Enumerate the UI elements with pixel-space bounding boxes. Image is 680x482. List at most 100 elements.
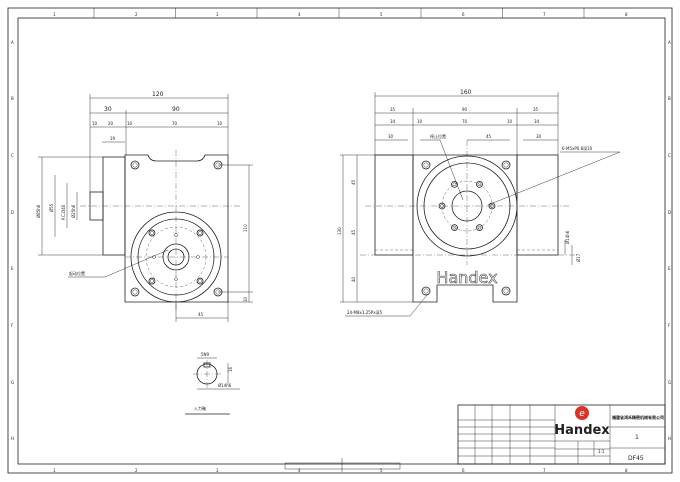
- column-number: 8: [625, 12, 628, 17]
- dim-70: 70: [172, 121, 178, 126]
- bolt-hole-icon: [451, 180, 458, 188]
- sheet-number: 1: [635, 434, 639, 441]
- shaft-detail: 5N9 16 Ø14h6 入力軸: [185, 352, 240, 415]
- start-position-label: 起动位置: [69, 270, 85, 276]
- column-number: 6: [462, 12, 465, 17]
- bolt-hole-icon: [501, 286, 511, 296]
- right-view: Handex 160 35 90 35 34 10 70 10 34 30 45…: [337, 89, 621, 317]
- company-name: 福建省鸿禾精密机械有限公司: [611, 414, 664, 420]
- column-number: 3: [216, 468, 219, 473]
- dim-30a: 30: [388, 134, 394, 139]
- row-letter: F: [11, 323, 14, 328]
- bottom-holes-label: 24-M8x1.25Px深5: [347, 309, 383, 315]
- dim-110: 110: [243, 224, 248, 232]
- row-letter: A: [11, 40, 14, 45]
- dim-34b: 34: [534, 119, 540, 124]
- dim-10d: 10: [243, 296, 248, 302]
- row-letter: C: [668, 153, 671, 158]
- dim-pcd: P.C.D40: [61, 204, 66, 220]
- dim-dia14: Ø14h6: [565, 230, 570, 244]
- row-letter: G: [668, 380, 671, 385]
- bolt-hole-icon: [148, 277, 156, 285]
- dim-dia55: Ø55: [49, 203, 54, 212]
- bolt-hole-icon: [196, 277, 204, 285]
- row-letter: D: [668, 210, 671, 215]
- dim-45a: 45: [351, 179, 356, 185]
- row-letter: C: [11, 153, 14, 158]
- column-number: 3: [216, 12, 219, 17]
- bolt-hole-icon: [476, 180, 483, 188]
- column-number: 1: [53, 468, 56, 473]
- scale: 1:1: [598, 449, 605, 454]
- dim-10ra: 10: [417, 119, 423, 124]
- handex-emboss: Handex: [436, 268, 497, 287]
- dim-70r: 70: [462, 119, 468, 124]
- dim-90r: 90: [462, 107, 468, 112]
- dim-20: 20: [108, 121, 114, 126]
- bolt-hole-icon: [130, 287, 140, 297]
- column-number: 8: [625, 468, 628, 473]
- dim-45: 45: [198, 312, 204, 317]
- dim-120: 120: [152, 91, 164, 98]
- holes-label: 6-M5xP0.8深10: [562, 145, 593, 151]
- dim-90: 90: [172, 106, 180, 113]
- column-number: 7: [543, 12, 546, 17]
- dim-35a: 35: [390, 107, 396, 112]
- dim-10c: 10: [217, 121, 223, 126]
- bolt-hole-icon: [130, 160, 140, 170]
- dim-19: 19: [110, 136, 116, 141]
- dim-10a: 10: [92, 121, 98, 126]
- center-mark: [284, 458, 401, 472]
- dim-45h: 45: [486, 134, 492, 139]
- column-number: 7: [543, 468, 546, 473]
- row-letter: B: [668, 96, 671, 101]
- column-number: 4: [298, 12, 301, 17]
- bolt-hole-icon: [148, 229, 156, 237]
- column-number: 2: [135, 12, 138, 17]
- column-number: 1: [53, 12, 56, 17]
- row-letter: E: [11, 266, 14, 271]
- left-view: 120 30 90 10 20 10 70 10 19 Ø85h6 Ø55 P.…: [36, 91, 253, 322]
- dim-dia85: Ø85h6: [36, 204, 41, 218]
- row-letter: G: [11, 380, 14, 385]
- row-letter: H: [11, 436, 14, 441]
- bolt-hole-icon: [476, 224, 483, 232]
- dim-dia25: Ø25h6: [71, 204, 76, 218]
- stop-position-label: 停止位置: [430, 133, 446, 139]
- dim-10rb: 10: [507, 119, 513, 124]
- row-letter: F: [668, 323, 671, 328]
- shaft-diameter: Ø14h6: [218, 383, 232, 388]
- bolt-hole-icon: [451, 224, 458, 232]
- dim-dia17: Ø17: [576, 253, 581, 262]
- drawing-number: DF45: [628, 455, 644, 462]
- key-depth: 16: [228, 366, 233, 372]
- column-number: 2: [135, 468, 138, 473]
- dim-30: 30: [104, 106, 112, 113]
- column-number: 5: [380, 468, 383, 473]
- dim-40: 40: [351, 276, 356, 282]
- bolt-hole-icon: [501, 160, 511, 170]
- row-letter: H: [668, 436, 671, 441]
- dim-130: 130: [337, 227, 342, 235]
- bolt-hole-icon: [421, 160, 431, 170]
- column-number: 4: [298, 468, 301, 473]
- row-letter: E: [668, 266, 671, 271]
- dim-45b: 45: [351, 229, 356, 235]
- dim-34a: 34: [390, 119, 396, 124]
- dim-30b: 30: [536, 134, 542, 139]
- dim-10b: 10: [127, 121, 133, 126]
- bolt-hole-icon: [196, 229, 204, 237]
- row-letter: A: [668, 40, 671, 45]
- title-brand: Handex: [554, 423, 610, 438]
- row-letter: B: [11, 96, 14, 101]
- dim-35b: 35: [533, 107, 539, 112]
- bolt-hole-icon: [488, 202, 496, 210]
- bolt-hole-icon: [421, 286, 431, 296]
- handex-logo: [575, 406, 589, 420]
- row-letter: D: [11, 210, 14, 215]
- dim-160: 160: [460, 89, 472, 96]
- column-number: 5: [380, 12, 383, 17]
- shaft-title: 入力軸: [194, 405, 206, 411]
